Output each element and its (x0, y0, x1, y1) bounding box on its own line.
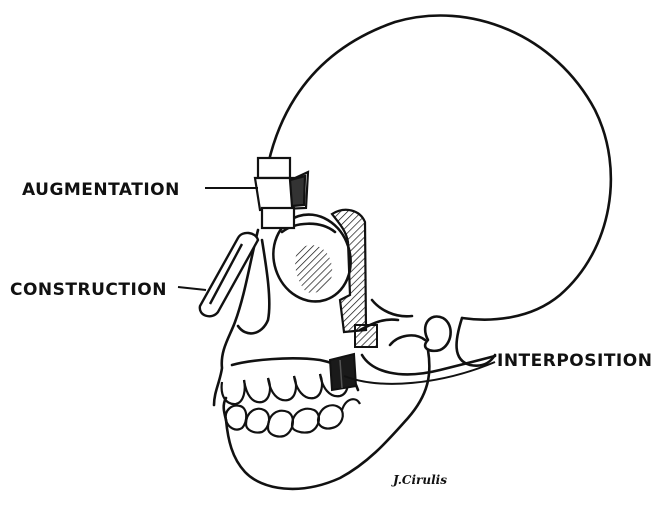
interposition-block-lower (330, 354, 356, 390)
interposition-block-upper (355, 325, 377, 347)
label-augmentation: AUGMENTATION (22, 180, 180, 200)
mastoid-outline (425, 317, 451, 351)
lower-teeth (226, 399, 360, 436)
artist-signature: J.Cirulis (393, 473, 447, 487)
label-construction: CONSTRUCTION (10, 280, 167, 300)
augmentation-graft (255, 158, 308, 228)
mandible-outline (226, 350, 429, 489)
label-interposition: INTERPOSITION (497, 351, 652, 371)
upper-teeth (222, 372, 348, 404)
